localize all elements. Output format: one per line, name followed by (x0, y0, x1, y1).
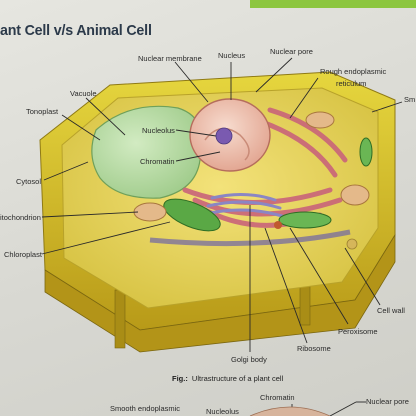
leader-lines (41, 57, 403, 352)
nucleolus (215, 127, 233, 145)
label-nucleolus: Nucleolus (142, 126, 175, 135)
label-next-nuclear-pore: Nuclear pore (366, 397, 409, 406)
label-smooth-er-partial: Sm (404, 95, 415, 104)
label-rough-er-2: reticulum (336, 79, 366, 88)
figure-caption: Fig.: Ultrastructure of a plant cell (172, 374, 284, 383)
page-heading: ant Cell v/s Animal Cell (0, 22, 152, 39)
mitochondrion (305, 111, 335, 129)
label-vacuole: Vacuole (70, 89, 97, 98)
next-figure-partial (249, 401, 366, 416)
page-accent-bar (250, 0, 416, 8)
label-tonoplast: Tonoplast (26, 107, 59, 116)
figure-caption-prefix: Fig.: (172, 374, 188, 383)
label-nucleus: Nucleus (218, 51, 245, 60)
label-nuclear-membrane: Nuclear membrane (138, 54, 202, 63)
chloroplast (359, 137, 373, 167)
ribosome (274, 221, 282, 229)
label-cell-wall: Cell wall (377, 306, 405, 315)
label-golgi-body: Golgi body (231, 355, 267, 364)
label-peroxisome: Peroxisome (338, 327, 378, 336)
peroxisome (346, 238, 358, 250)
label-chloroplast: Chloroplast (4, 250, 43, 259)
chloroplast (278, 211, 332, 229)
label-next-chromatin: Chromatin (260, 393, 295, 402)
label-next-nucleolus: Nucleolus (206, 407, 239, 416)
label-mitochondrion: itochondrion (0, 213, 41, 222)
nucleus (189, 98, 271, 172)
label-cytosol: Cytosol (16, 177, 41, 186)
vacuole (91, 105, 203, 199)
mitochondrion (340, 184, 370, 206)
figure-caption-text: Ultrastructure of a plant cell (192, 374, 284, 383)
label-ribosome: Ribosome (297, 344, 331, 353)
label-next-smooth-er: Smooth endoplasmic (110, 404, 180, 413)
label-nuclear-pore: Nuclear pore (270, 47, 313, 56)
plasma-membrane (149, 229, 351, 247)
label-chromatin: Chromatin (140, 157, 175, 166)
mitochondrion (133, 202, 167, 222)
label-rough-er-1: Rough endoplasmic (320, 67, 387, 76)
chloroplast (163, 198, 221, 232)
